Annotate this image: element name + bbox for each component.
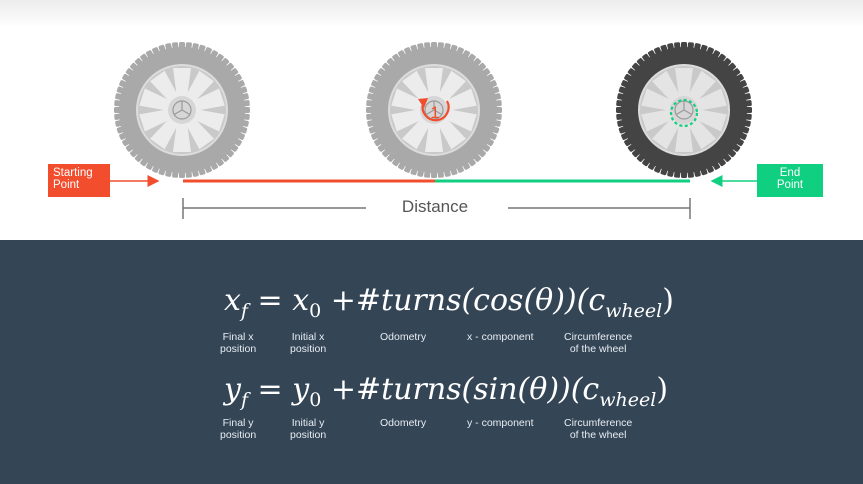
caption-line: Circumference	[564, 331, 633, 343]
hub-logo-star	[425, 101, 443, 116]
wheel-spoke	[402, 116, 431, 150]
starting-point-line1: Starting	[53, 167, 93, 179]
caption-line: of the wheel	[569, 343, 627, 355]
wheel-spoke	[139, 108, 173, 132]
distance-label: Distance	[401, 197, 469, 216]
caption-line: Final y	[222, 417, 254, 429]
rotation-count: 1	[430, 103, 439, 122]
wheel-spoke	[139, 88, 173, 112]
formula-y: yf = y0 +#turns(sin(θ))(cwheel)	[224, 372, 668, 411]
formula-panel	[0, 240, 863, 484]
wheel-spoke	[173, 68, 191, 98]
formula-y-lhs: y	[224, 372, 241, 407]
caption-line: Final x	[222, 331, 254, 343]
wheel-spoke	[191, 108, 225, 132]
wheel-spoke	[675, 122, 693, 152]
caption-x-component: x - component	[467, 331, 534, 343]
wheel-spoke	[173, 122, 191, 152]
formula-y-lhs-sub: f	[240, 389, 248, 411]
starting-point-line2: Point	[53, 179, 80, 191]
distance-bracket	[182, 198, 691, 219]
caption-line: Odometry	[380, 331, 427, 343]
formula-y-initial: y	[292, 372, 310, 407]
formula-x-initial-sub: 0	[309, 300, 322, 322]
formula-y-body: #turns(sin(θ))(c	[355, 372, 600, 407]
end-wheel-marker-icon	[669, 98, 699, 128]
hub-logo-star	[675, 101, 693, 116]
end-point-line1: End	[779, 167, 801, 179]
formula-x-plus: +	[330, 283, 356, 318]
caption-x-odometry: Odometry	[380, 331, 426, 343]
formula-x: xf = x0 +#turns(cos(θ))(cwheel)	[224, 283, 674, 322]
caption-y-odometry: Odometry	[380, 417, 426, 429]
formula-y-equals: =	[257, 372, 283, 407]
wheel-spoke	[391, 108, 425, 132]
end-point-line2: Point	[776, 179, 804, 191]
formula-y-initial-sub: 0	[309, 389, 322, 411]
formula-x-initial: x	[292, 283, 310, 318]
wheel-start	[114, 42, 250, 178]
wheel-diagram: 1	[110, 42, 757, 219]
caption-line: Circumference	[564, 417, 633, 429]
wheel-spoke	[391, 88, 425, 112]
formula-x-equals: =	[257, 283, 283, 318]
formula-x-lhs-sub: f	[240, 300, 248, 322]
wheel-spoke	[185, 70, 214, 104]
wheel-spoke	[437, 70, 466, 104]
caption-line: Initial y	[291, 417, 325, 429]
wheel-spoke	[191, 88, 225, 112]
formula-y-close: )	[656, 372, 669, 407]
caption-line: position	[220, 343, 257, 355]
hub-logo-star	[173, 101, 191, 116]
wheel-spoke	[443, 88, 477, 112]
caption-line: Odometry	[380, 417, 427, 429]
wheel-spoke	[437, 116, 466, 150]
caption-line: x - component	[467, 331, 534, 343]
caption-line: Initial x	[291, 331, 325, 343]
wheel-spoke	[641, 108, 675, 132]
wheel-spoke	[687, 70, 716, 104]
wheel-spoke	[425, 68, 443, 98]
caption-y-component: y - component	[467, 417, 534, 429]
formula-y-plus: +	[330, 372, 356, 407]
formula-y-wheel-sub: wheel	[599, 389, 657, 411]
wheel-spoke	[402, 70, 431, 104]
formula-x-lhs: x	[224, 283, 241, 318]
caption-line: position	[290, 429, 327, 441]
wheel-spoke	[687, 116, 716, 150]
rotation-icon: 1	[418, 98, 450, 122]
wheel-spoke	[693, 108, 727, 132]
wheel-spoke	[150, 70, 179, 104]
end-point-label: End Point	[757, 164, 823, 197]
caption-line: of the wheel	[569, 429, 627, 441]
wheel-spoke	[652, 70, 681, 104]
wheel-spoke	[693, 88, 727, 112]
formula-x-wheel-sub: wheel	[605, 300, 663, 322]
caption-line: position	[290, 343, 327, 355]
wheel-end	[616, 42, 752, 178]
wheel-spoke	[652, 116, 681, 150]
formula-x-body: #turns(cos(θ))(c	[355, 283, 606, 318]
wheel-spoke	[641, 88, 675, 112]
wheel-middle	[366, 42, 502, 178]
starting-point-label: Starting Point	[48, 164, 110, 197]
caption-line: y - component	[467, 417, 534, 429]
wheel-spoke	[150, 116, 179, 150]
caption-line: position	[220, 429, 257, 441]
formula-x-close: )	[662, 283, 674, 318]
wheel-spoke	[675, 68, 693, 98]
wheel-spoke	[443, 108, 477, 132]
wheel-spoke	[185, 116, 214, 150]
wheel-spoke	[425, 122, 443, 152]
